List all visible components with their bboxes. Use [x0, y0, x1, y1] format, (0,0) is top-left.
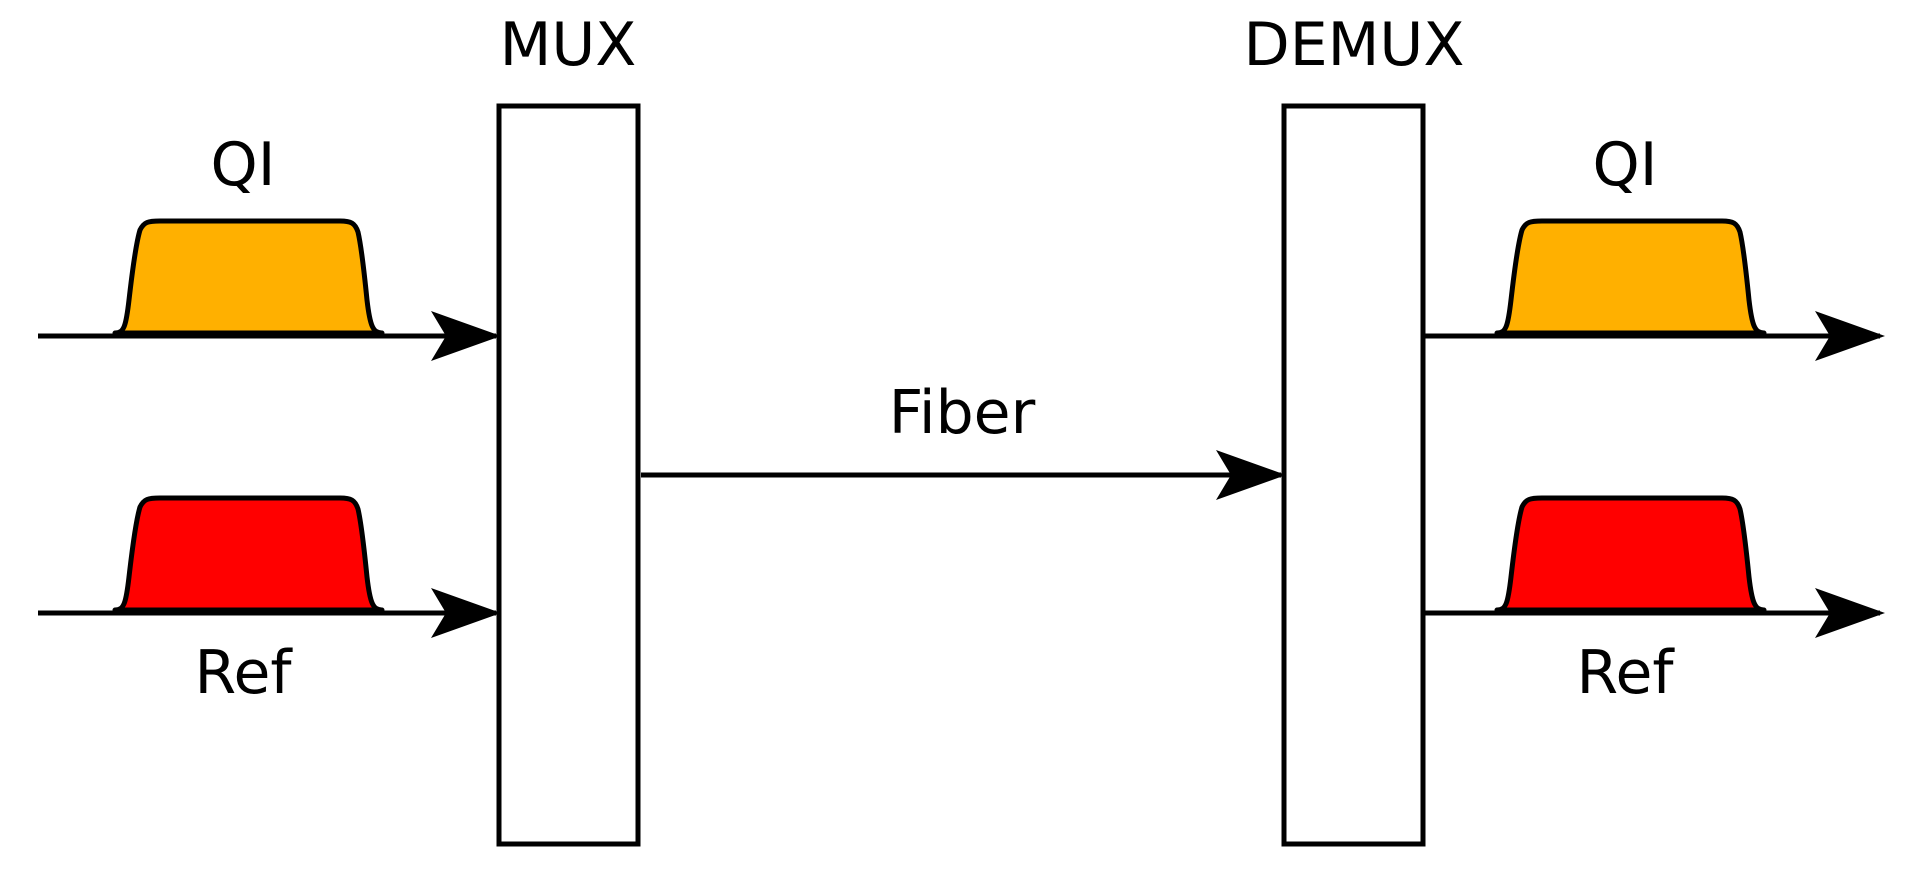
fiber-label: Fiber: [889, 378, 1036, 448]
qi-output-label: QI: [1593, 130, 1658, 200]
ref-input-pulse: [112, 495, 385, 613]
mux-box: [496, 103, 641, 847]
demux-box: [1281, 103, 1426, 847]
mux-label: MUX: [500, 10, 637, 80]
ref-output-pulse: [1494, 495, 1767, 613]
ref-input-label: Ref: [194, 638, 293, 708]
qi-input-pulse: [112, 218, 385, 336]
ref-output-label: Ref: [1576, 638, 1675, 708]
qi-output-pulse: [1494, 218, 1767, 336]
qi-input-label: QI: [211, 130, 276, 200]
demux-label: DEMUX: [1244, 10, 1465, 80]
